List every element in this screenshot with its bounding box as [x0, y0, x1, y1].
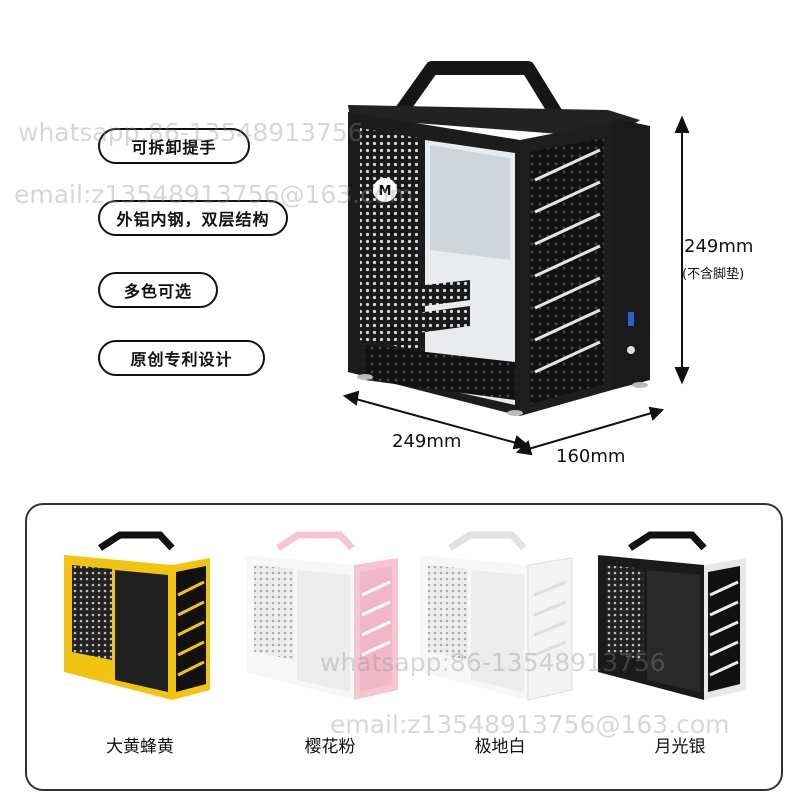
svg-text:M: M [379, 184, 392, 199]
feature-pill-original-design: 原创专利设计 [98, 340, 265, 376]
depth-dimension-label: 160mm [556, 446, 626, 467]
variant-label-yellow: 大黄蜂黄 [106, 737, 174, 757]
feature-pill-double-layer: 外铝内钢，双层结构 [98, 200, 288, 236]
variant-case-white [420, 531, 573, 701]
variant-case-silver [598, 531, 746, 700]
feature-pill-removable-handle: 可拆卸提手 [98, 128, 250, 164]
variant-case-yellow [64, 531, 210, 700]
width-dimension-label: 249mm [392, 431, 462, 452]
variant-label-silver: 月光银 [654, 737, 706, 757]
height-dimension-note: (不含脚垫) [682, 267, 745, 282]
color-variants-panel [25, 503, 783, 791]
feature-pill-multi-color: 多色可选 [98, 272, 218, 308]
height-dimension-label: 249mm [684, 236, 754, 257]
variant-case-pink [246, 531, 398, 700]
variant-label-white: 极地白 [474, 737, 526, 757]
variant-label-pink: 樱花粉 [304, 737, 356, 757]
